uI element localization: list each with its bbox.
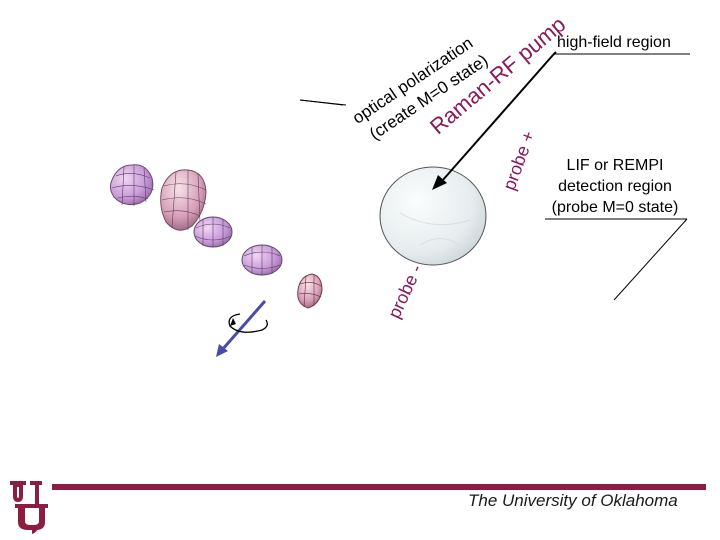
lif-detection-label: LIF or REMPI detection region (probe M=0… <box>543 155 687 218</box>
molecule-blob-5 <box>298 274 322 308</box>
university-name: The University of Oklahoma <box>468 491 678 511</box>
molecule-blob-1 <box>110 165 154 206</box>
molecule-blob-3 <box>194 217 232 247</box>
lif-line-2: detection region <box>543 176 687 197</box>
lif-line-1: LIF or REMPI <box>543 155 687 176</box>
lif-line-3: (probe M=0 state) <box>543 197 687 218</box>
ou-logo <box>8 478 56 536</box>
high-field-label: high-field region <box>557 34 671 52</box>
optical-pointer-line <box>300 100 343 105</box>
lif-pointer-diagonal <box>614 219 687 300</box>
rotation-arrow-icon <box>216 301 267 357</box>
footer-bar <box>52 484 706 490</box>
molecule-blob-4 <box>242 245 282 275</box>
detection-sphere <box>380 167 486 265</box>
